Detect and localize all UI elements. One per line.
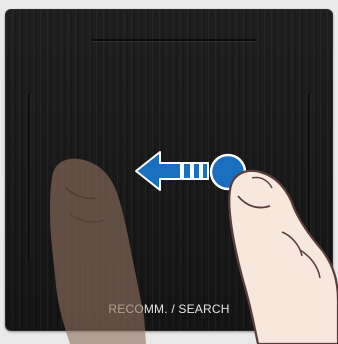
swipe-left-arrow-icon — [136, 152, 208, 190]
ghost-hand-icon — [50, 159, 146, 344]
pointing-hand-icon — [229, 171, 338, 344]
